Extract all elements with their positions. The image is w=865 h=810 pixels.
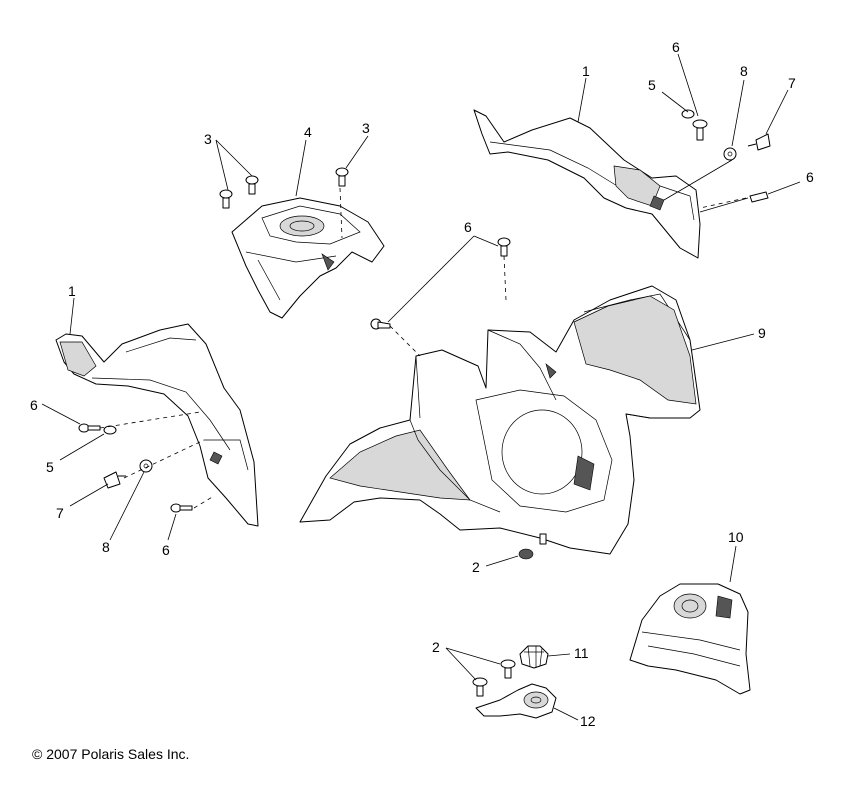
- callout-6-right: 6: [806, 169, 814, 185]
- callout-8-left: 8: [102, 539, 110, 555]
- callout-7-left: 7: [56, 505, 64, 521]
- callout-7-right: 7: [788, 75, 796, 91]
- callout-3-left: 3: [204, 131, 212, 147]
- screw-2-mid: [518, 533, 547, 560]
- screw-6-right: [749, 191, 769, 203]
- screw-6-left-b: [170, 503, 193, 513]
- part-9-front-cab: [299, 285, 701, 555]
- callout-1-left: 1: [68, 283, 76, 299]
- screw-3-b: [219, 189, 233, 209]
- callout-6-top: 6: [672, 39, 680, 55]
- part-10-housing: [629, 583, 751, 695]
- callout-6-center: 6: [464, 219, 472, 235]
- rivet-7-left: [103, 471, 126, 489]
- screw-2-b2: [472, 677, 488, 697]
- washer-5-left: [103, 425, 117, 435]
- screw-3-c: [335, 167, 349, 187]
- callout-5-right: 5: [648, 77, 656, 93]
- washer-8-left: [139, 459, 153, 473]
- callout-4: 4: [304, 124, 312, 140]
- screw-6-center-a: [497, 237, 511, 257]
- callout-1-right: 1: [582, 63, 590, 79]
- callout-labels: 1 6 5 8 7 6 3 4 3 6 9 1 6 5 7 8 6 2 10 2…: [30, 39, 814, 729]
- washer-5-right: [681, 109, 695, 119]
- callout-2-mid: 2: [472, 559, 480, 575]
- part-4-pod-cover: [231, 197, 385, 319]
- callout-2-bottom: 2: [432, 639, 440, 655]
- leader-lines: [41, 53, 801, 721]
- callout-6-left-lower: 6: [162, 542, 170, 558]
- callout-12: 12: [580, 713, 596, 729]
- screw-6-left-a: [78, 423, 101, 433]
- screw-3-a: [245, 175, 259, 195]
- washer-8-right: [723, 147, 737, 161]
- callout-9: 9: [758, 325, 766, 341]
- callout-3-right: 3: [362, 120, 370, 136]
- hardware-screws: [78, 109, 771, 697]
- callout-11: 11: [574, 645, 589, 661]
- part-1-right-cover: [473, 109, 701, 259]
- part-12-bracket: [475, 683, 557, 719]
- screw-6-top: [692, 119, 708, 141]
- screw-2-b1: [500, 659, 516, 679]
- callout-8-right: 8: [740, 63, 748, 79]
- alignment-lines: [99, 187, 747, 509]
- screw-6-center-b: [370, 318, 391, 330]
- part-1-left-cover: [55, 323, 259, 527]
- callout-10: 10: [728, 529, 744, 545]
- rivet-7-right: [747, 133, 771, 151]
- part-11-grommet: [519, 645, 549, 669]
- callout-5-left: 5: [46, 459, 54, 475]
- copyright-notice: © 2007 Polaris Sales Inc.: [32, 746, 189, 762]
- callout-6-left-upper: 6: [30, 397, 38, 413]
